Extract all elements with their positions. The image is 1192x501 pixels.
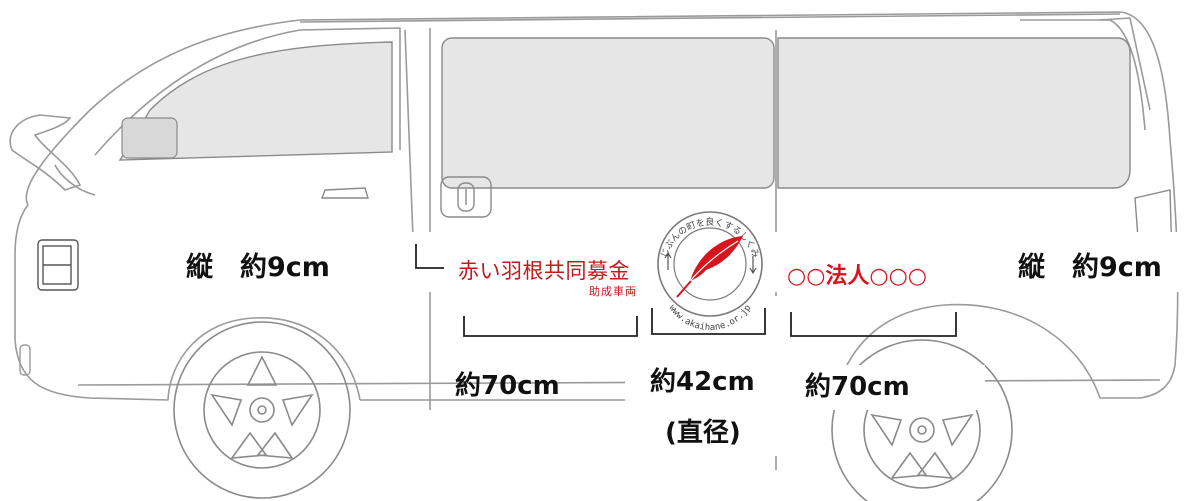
side-marker	[19, 344, 31, 376]
sign-bracket-mark	[415, 244, 444, 269]
middle-window	[441, 37, 775, 189]
sign-title: 赤い羽根共同募金	[458, 259, 630, 283]
dim-bracket-left	[463, 316, 638, 337]
width-label-left: 約70cm	[455, 371, 560, 401]
dim-bracket-right	[790, 312, 957, 337]
front-wheel	[173, 321, 351, 499]
slide-door-handle	[440, 176, 492, 218]
org-name-sign: ○○法人○○○	[787, 264, 927, 289]
dim-band-center	[625, 296, 795, 456]
rear-window	[777, 37, 1131, 189]
width-label-center: 約42cm	[650, 367, 755, 397]
front-door-handle	[320, 187, 369, 199]
quarter-window	[121, 117, 178, 159]
side-mirror	[9, 114, 96, 196]
dim-bracket-center	[651, 308, 766, 335]
width-label-right: 約70cm	[805, 372, 910, 402]
height-label-left: 縦 約9cm	[186, 252, 330, 283]
rear-wheel	[831, 339, 1013, 501]
sign-subtitle: 助成車両	[589, 285, 637, 298]
width-label-center-note: (直径)	[665, 418, 741, 448]
front-window	[118, 41, 393, 161]
height-label-right: 縦 約9cm	[1018, 252, 1162, 283]
red-feather-logo: じぶんの町を良くするしくみ www.akaihane.or.jp	[657, 211, 763, 333]
dim-band-right	[785, 365, 985, 410]
headlight	[37, 239, 79, 291]
